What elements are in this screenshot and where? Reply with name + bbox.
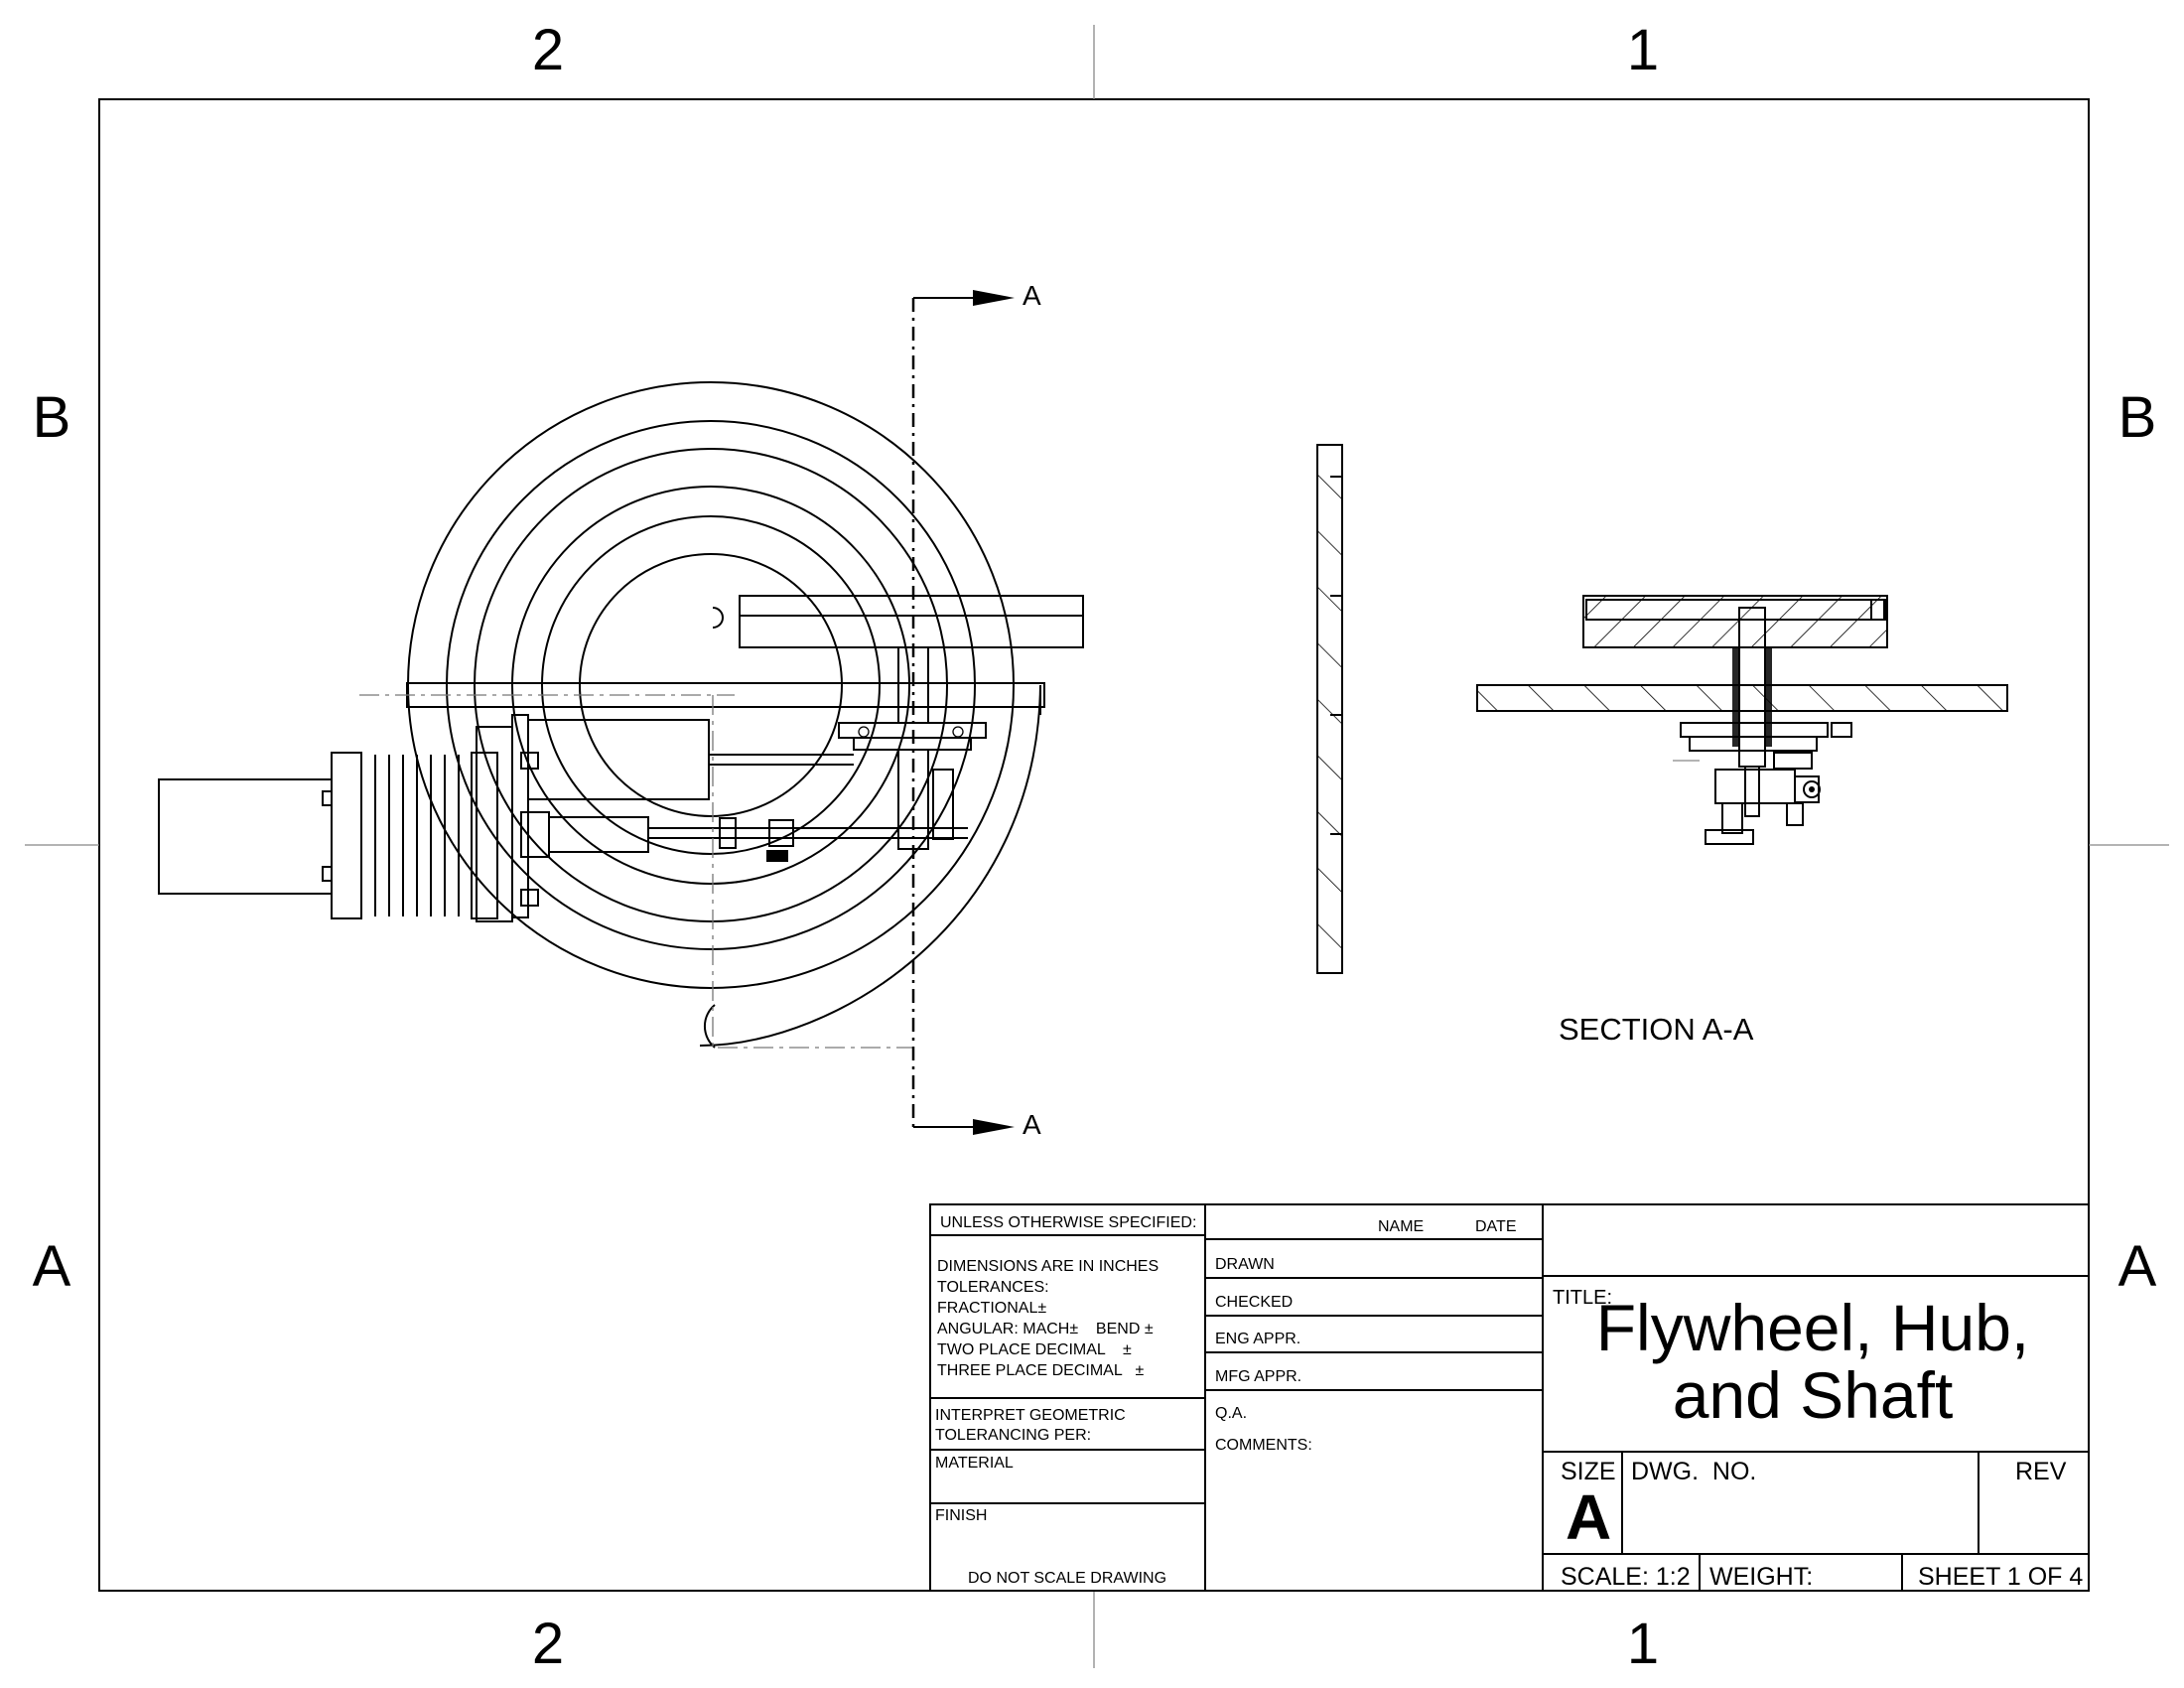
date-header: DATE [1475, 1218, 1516, 1235]
zone-col-1-top: 1 [1627, 18, 1659, 82]
rod-clamp [719, 817, 737, 849]
construction-line [712, 695, 913, 1049]
heat-sink-fins [374, 755, 460, 916]
section-shaft-tail [1744, 766, 1760, 817]
motor-flange-left [331, 752, 362, 919]
section-clamp-knob [1794, 775, 1820, 803]
section-arrow-bottom-head [973, 1119, 1015, 1135]
motor-body [158, 778, 333, 895]
section-hub-plate [1680, 722, 1829, 738]
zone-row-A-right: A [2118, 1234, 2157, 1299]
section-caption: SECTION A-A [1559, 1012, 1754, 1047]
approval-eng: ENG APPR. [1215, 1331, 1300, 1347]
section-view: SECTION A-A [1476, 595, 2008, 1047]
zone-row-B-left: B [33, 385, 71, 450]
rev-label: REV [2015, 1458, 2067, 1485]
tolerance-line-3: FRACTIONAL± [937, 1300, 1046, 1317]
section-flywheel [1476, 684, 2008, 712]
flywheel-ring-5 [541, 515, 881, 855]
flywheel-ring-1 [407, 381, 1015, 989]
section-clamp-pin-center [1809, 786, 1815, 792]
thumb-screw-body [768, 819, 794, 847]
motor-flange-right [471, 752, 498, 919]
section-bracket-leg [1721, 802, 1743, 834]
flywheel-ring-3 [474, 448, 948, 922]
title-block: UNLESS OTHERWISE SPECIFIED: DIMENSIONS A… [929, 1203, 2090, 1592]
flywheel-ring-2 [446, 420, 976, 950]
flywheel-ring-4 [511, 486, 910, 885]
mount-plate [476, 726, 513, 922]
section-top-bar [1582, 595, 1888, 648]
zone-row-B-right: B [2118, 385, 2157, 450]
zone-col-1-bottom: 1 [1627, 1612, 1659, 1676]
section-clamp-block [1714, 769, 1796, 804]
section-arrow-top-label: A [1023, 280, 1041, 311]
drawing-title-line-1: Flywheel, Hub, [1596, 1291, 2030, 1364]
hub-bolt-1 [858, 726, 870, 738]
section-thumb-screw [1705, 829, 1754, 845]
weight-label: WEIGHT: [1709, 1563, 1813, 1591]
front-view: A A [158, 280, 1084, 1140]
dwg-no-label: DWG. NO. [1631, 1458, 1756, 1485]
top-bar [739, 595, 1084, 648]
side-view [1316, 444, 1343, 974]
section-bearing-left [1732, 647, 1740, 747]
section-top-bar-notch [1870, 599, 1886, 621]
mount-bolt-2 [520, 889, 539, 907]
finish-label: FINISH [935, 1507, 987, 1524]
interpret-line-2: TOLERANCING PER: [935, 1427, 1091, 1444]
name-header: NAME [1378, 1218, 1424, 1235]
tolerance-line-4: ANGULAR: MACH± BEND ± [937, 1321, 1154, 1337]
mount-plate-edge [511, 714, 529, 918]
spiral-tail-end [703, 1004, 716, 1049]
tolerance-line-6: THREE PLACE DECIMAL ± [937, 1362, 1144, 1379]
tolerance-line-2: TOLERANCES: [937, 1279, 1049, 1296]
lower-cylinder [548, 816, 649, 853]
flange-bolt-1 [322, 790, 333, 806]
zone-row-A-left: A [33, 1234, 71, 1299]
size-label: SIZE [1561, 1458, 1616, 1485]
tolerance-line-5: TWO PLACE DECIMAL ± [937, 1341, 1132, 1358]
section-arrow-bottom-label: A [1023, 1109, 1041, 1140]
mount-bolt-1 [520, 752, 539, 770]
zone-col-2-bottom: 2 [532, 1612, 564, 1676]
rod-block [520, 811, 550, 858]
actuator-cylinder [527, 719, 710, 800]
hub-bolt-2 [952, 726, 964, 738]
section-bracket-stub [1786, 802, 1804, 826]
approval-checked: CHECKED [1215, 1294, 1293, 1311]
comments-label: COMMENTS: [1215, 1437, 1312, 1454]
sheet-label: SHEET 1 OF 4 [1918, 1563, 2083, 1591]
zone-col-2-top: 2 [532, 18, 564, 82]
section-clamp-pin [1803, 780, 1821, 798]
flywheel-edge [1316, 444, 1343, 974]
section-coupler [1773, 752, 1813, 770]
size-value: A [1566, 1481, 1611, 1553]
section-hub-plate-lower [1689, 736, 1818, 752]
drawing-title-line-2: and Shaft [1673, 1358, 1954, 1432]
flywheel-ring-6 [579, 553, 843, 817]
section-hub-screw [1831, 722, 1852, 738]
material-label: MATERIAL [935, 1455, 1014, 1472]
crank-arm [932, 769, 954, 840]
approval-drawn: DRAWN [1215, 1256, 1275, 1273]
inner-slot-end [712, 607, 724, 629]
approval-mfg: MFG APPR. [1215, 1368, 1301, 1385]
title-label: TITLE: [1553, 1287, 1612, 1309]
scale-label: SCALE: 1:2 [1561, 1563, 1691, 1591]
tolerance-line-1: DIMENSIONS ARE IN INCHES [937, 1258, 1159, 1275]
unless-specified-label: UNLESS OTHERWISE SPECIFIED: [940, 1214, 1196, 1231]
interpret-line-1: INTERPRET GEOMETRIC [935, 1407, 1126, 1424]
approval-qa: Q.A. [1215, 1405, 1247, 1422]
section-arrow-top-head [973, 290, 1015, 306]
flange-bolt-2 [322, 866, 333, 882]
section-bearing-right [1764, 647, 1772, 747]
do-not-scale-label: DO NOT SCALE DRAWING [968, 1570, 1166, 1587]
spiral-outer [699, 684, 1041, 1047]
thumb-screw-knob [766, 850, 788, 862]
